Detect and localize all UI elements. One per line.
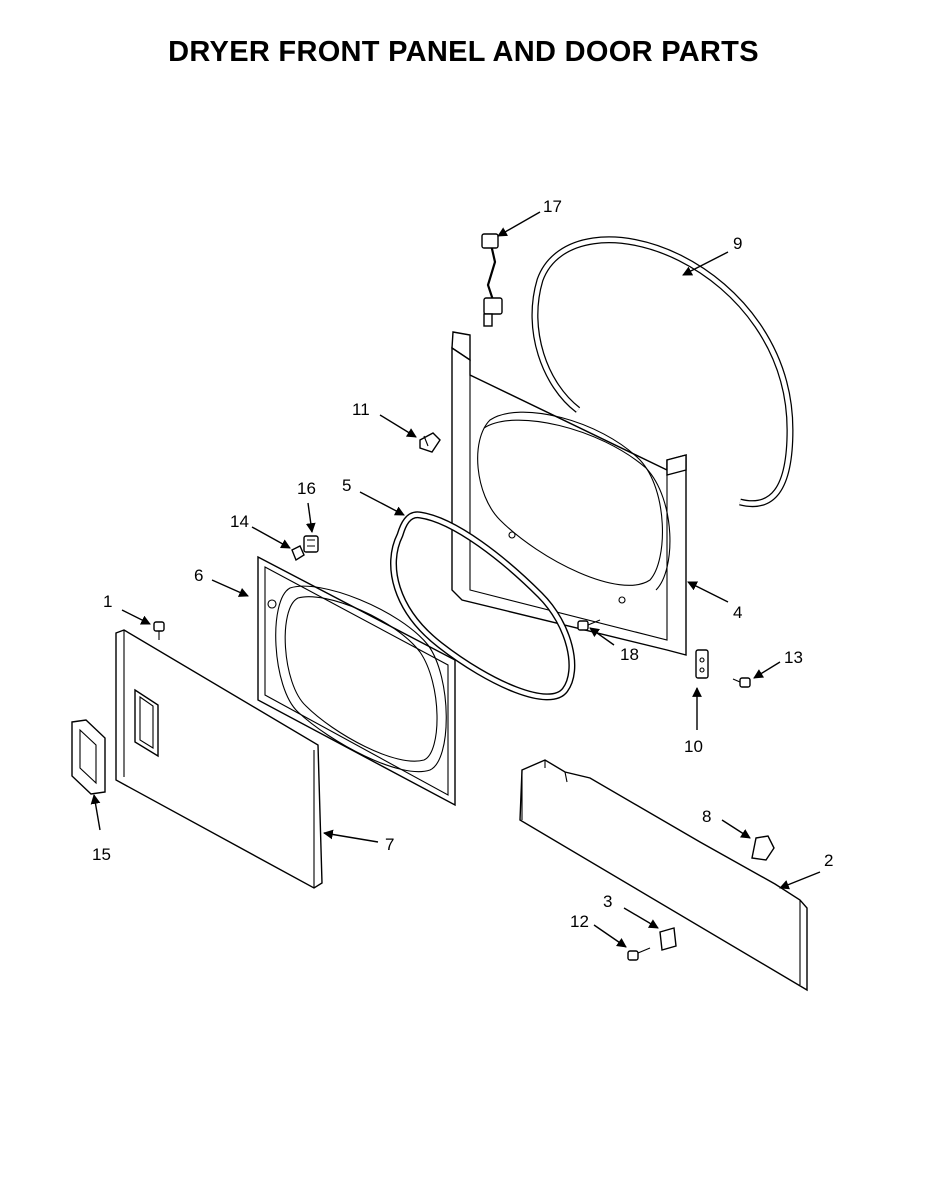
- callout-4: 4: [733, 603, 742, 622]
- door-hinge: [695, 649, 709, 679]
- callout-10: 10: [684, 737, 703, 756]
- door-handle: [71, 719, 106, 795]
- callout-13: 13: [784, 648, 803, 667]
- callout-14: 14: [230, 512, 249, 531]
- toe-kick-panel: [519, 759, 808, 992]
- callout-16: 16: [297, 479, 316, 498]
- latch-catch: [291, 545, 305, 562]
- door-strike-clip: [419, 432, 441, 453]
- callout-2: 2: [824, 851, 833, 870]
- front-panel-frame: [451, 331, 687, 656]
- toe-panel-screw: [627, 947, 651, 961]
- callout-labels: 1 2 3 4 5 6 7 8 9 10 11 12 13 14 15 16 1…: [92, 197, 833, 931]
- wire-harness: [481, 233, 503, 327]
- leader-lines: [90, 211, 821, 948]
- frame-screw: [577, 619, 601, 631]
- diagram-title: DRYER FRONT PANEL AND DOOR PARTS: [168, 36, 759, 68]
- callout-12: 12: [570, 912, 589, 931]
- callout-5: 5: [342, 476, 351, 495]
- door-inner-seal: [390, 511, 576, 701]
- door-screw: [153, 621, 165, 640]
- toe-panel-clip: [751, 835, 775, 861]
- callout-6: 6: [194, 566, 203, 585]
- hinge-screw: [732, 677, 751, 688]
- callout-9: 9: [733, 234, 742, 253]
- callout-8: 8: [702, 807, 711, 826]
- outer-door-panel: [115, 629, 323, 889]
- callout-1: 1: [103, 592, 112, 611]
- door-seal-gasket: [531, 236, 794, 508]
- door-latch: [303, 535, 319, 553]
- inner-door-panel: [257, 555, 456, 807]
- callout-18: 18: [620, 645, 639, 664]
- callout-17: 17: [543, 197, 562, 216]
- callout-11: 11: [352, 400, 370, 419]
- toe-panel-bracket: [659, 927, 677, 951]
- callout-3: 3: [603, 892, 612, 911]
- callout-15: 15: [92, 845, 111, 864]
- callout-7: 7: [385, 835, 394, 854]
